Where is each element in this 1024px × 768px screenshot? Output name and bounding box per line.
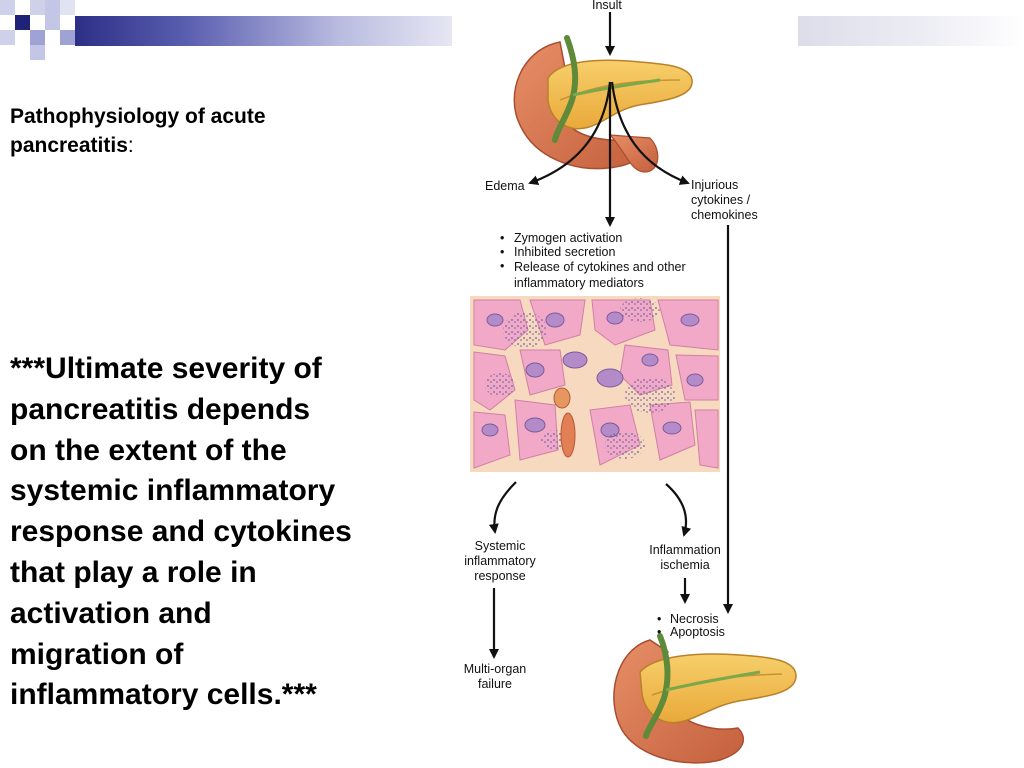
header-bar-left [75, 16, 452, 46]
arrow-edema [528, 81, 612, 185]
pancreas-bottom-illustration [613, 633, 797, 764]
arrow-injurious [610, 81, 690, 185]
severity-note: ***Ultimate severity of pancreatitis dep… [10, 352, 352, 712]
header-bar-right [798, 16, 1024, 46]
slide-heading: Pathophysiology of acute pancreatitis: [10, 102, 350, 160]
arrow-inflammation [665, 483, 692, 537]
heading-text: Pathophysiology of acute pancreatitis [10, 105, 266, 157]
mechanism-item-2: Inhibited secretion [514, 245, 616, 259]
flow-arrows [488, 12, 733, 659]
outcome-bullet-1: • [657, 612, 662, 626]
outcome-necrosis: Necrosis [670, 612, 719, 626]
heading-colon: : [127, 134, 134, 157]
mechanism-bullet-2: • [500, 245, 505, 259]
mechanism-item-3: Release of cytokines and other inflammat… [514, 260, 686, 290]
outcome-apoptosis: Apoptosis [670, 625, 725, 639]
label-edema: Edema [485, 179, 525, 193]
pancreas-top-illustration [513, 35, 693, 173]
mechanism-bullet-3: • [500, 259, 505, 273]
tissue-micrograph [470, 296, 720, 472]
label-systemic: Systemic inflammatory response [464, 539, 536, 583]
mechanism-item-1: Zymogen activation [514, 231, 623, 245]
label-injurious: Injurious cytokines / chemokines [691, 178, 758, 222]
label-insult: Insult [592, 0, 622, 12]
label-inflammation: Inflammation ischemia [649, 543, 721, 572]
arrow-systemic [488, 481, 517, 534]
label-multiorgan: Multi-organ failure [463, 662, 527, 691]
outcome-bullet-2: • [657, 625, 662, 639]
mechanism-bullet-1: • [500, 231, 505, 245]
